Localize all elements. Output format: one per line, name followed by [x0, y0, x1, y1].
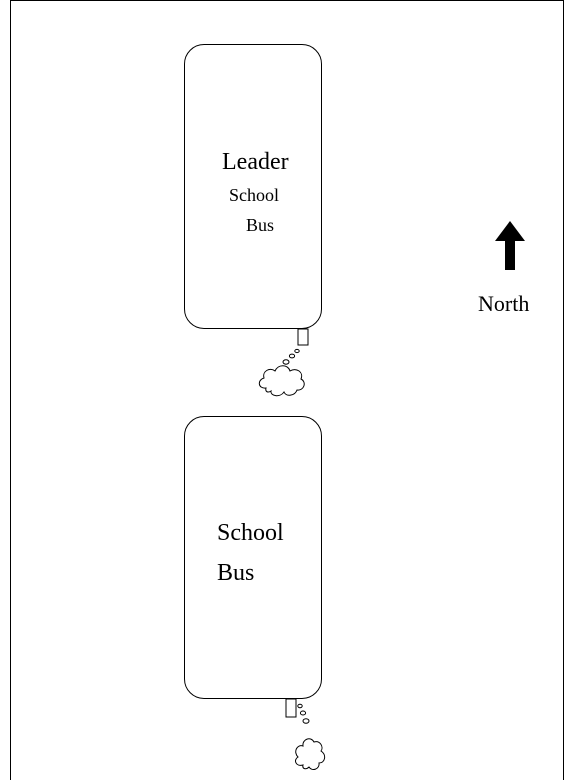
diagram-frame [10, 0, 564, 780]
north-label: North [478, 291, 530, 316]
follower-exhaust-pipe [285, 698, 297, 718]
leader-bus-label-line1: Leader [222, 149, 289, 175]
leader-school-bus [184, 44, 322, 329]
leader-exhaust-bubbles [282, 348, 300, 365]
north-arrow-icon [495, 221, 525, 270]
leader-exhaust-cloud-icon [258, 365, 305, 397]
follower-bus-label-line2: Bus [217, 560, 255, 586]
leader-bus-label-line2: School [229, 185, 280, 205]
leader-bus-label-line3: Bus [246, 215, 275, 235]
follower-bus-label-line1: School [217, 520, 284, 546]
follower-exhaust-cloud-icon [295, 738, 326, 771]
follower-school-bus [184, 416, 322, 699]
leader-exhaust-pipe [297, 328, 309, 346]
follower-exhaust-bubbles [297, 703, 310, 724]
